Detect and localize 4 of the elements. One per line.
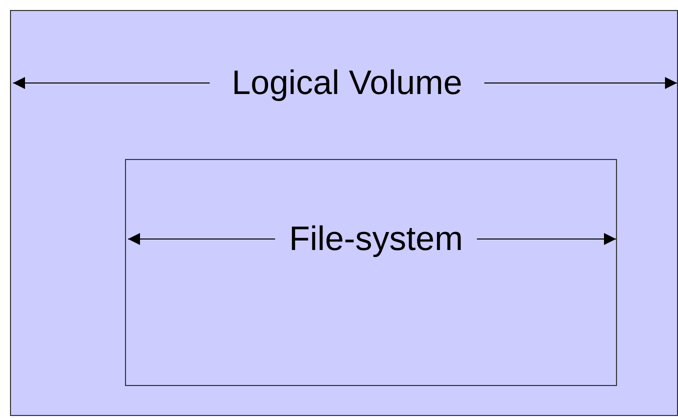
outer-box — [10, 10, 678, 416]
box-label: File-system — [289, 219, 463, 259]
inner-box — [125, 159, 617, 386]
box-label: Logical Volume — [232, 63, 462, 103]
